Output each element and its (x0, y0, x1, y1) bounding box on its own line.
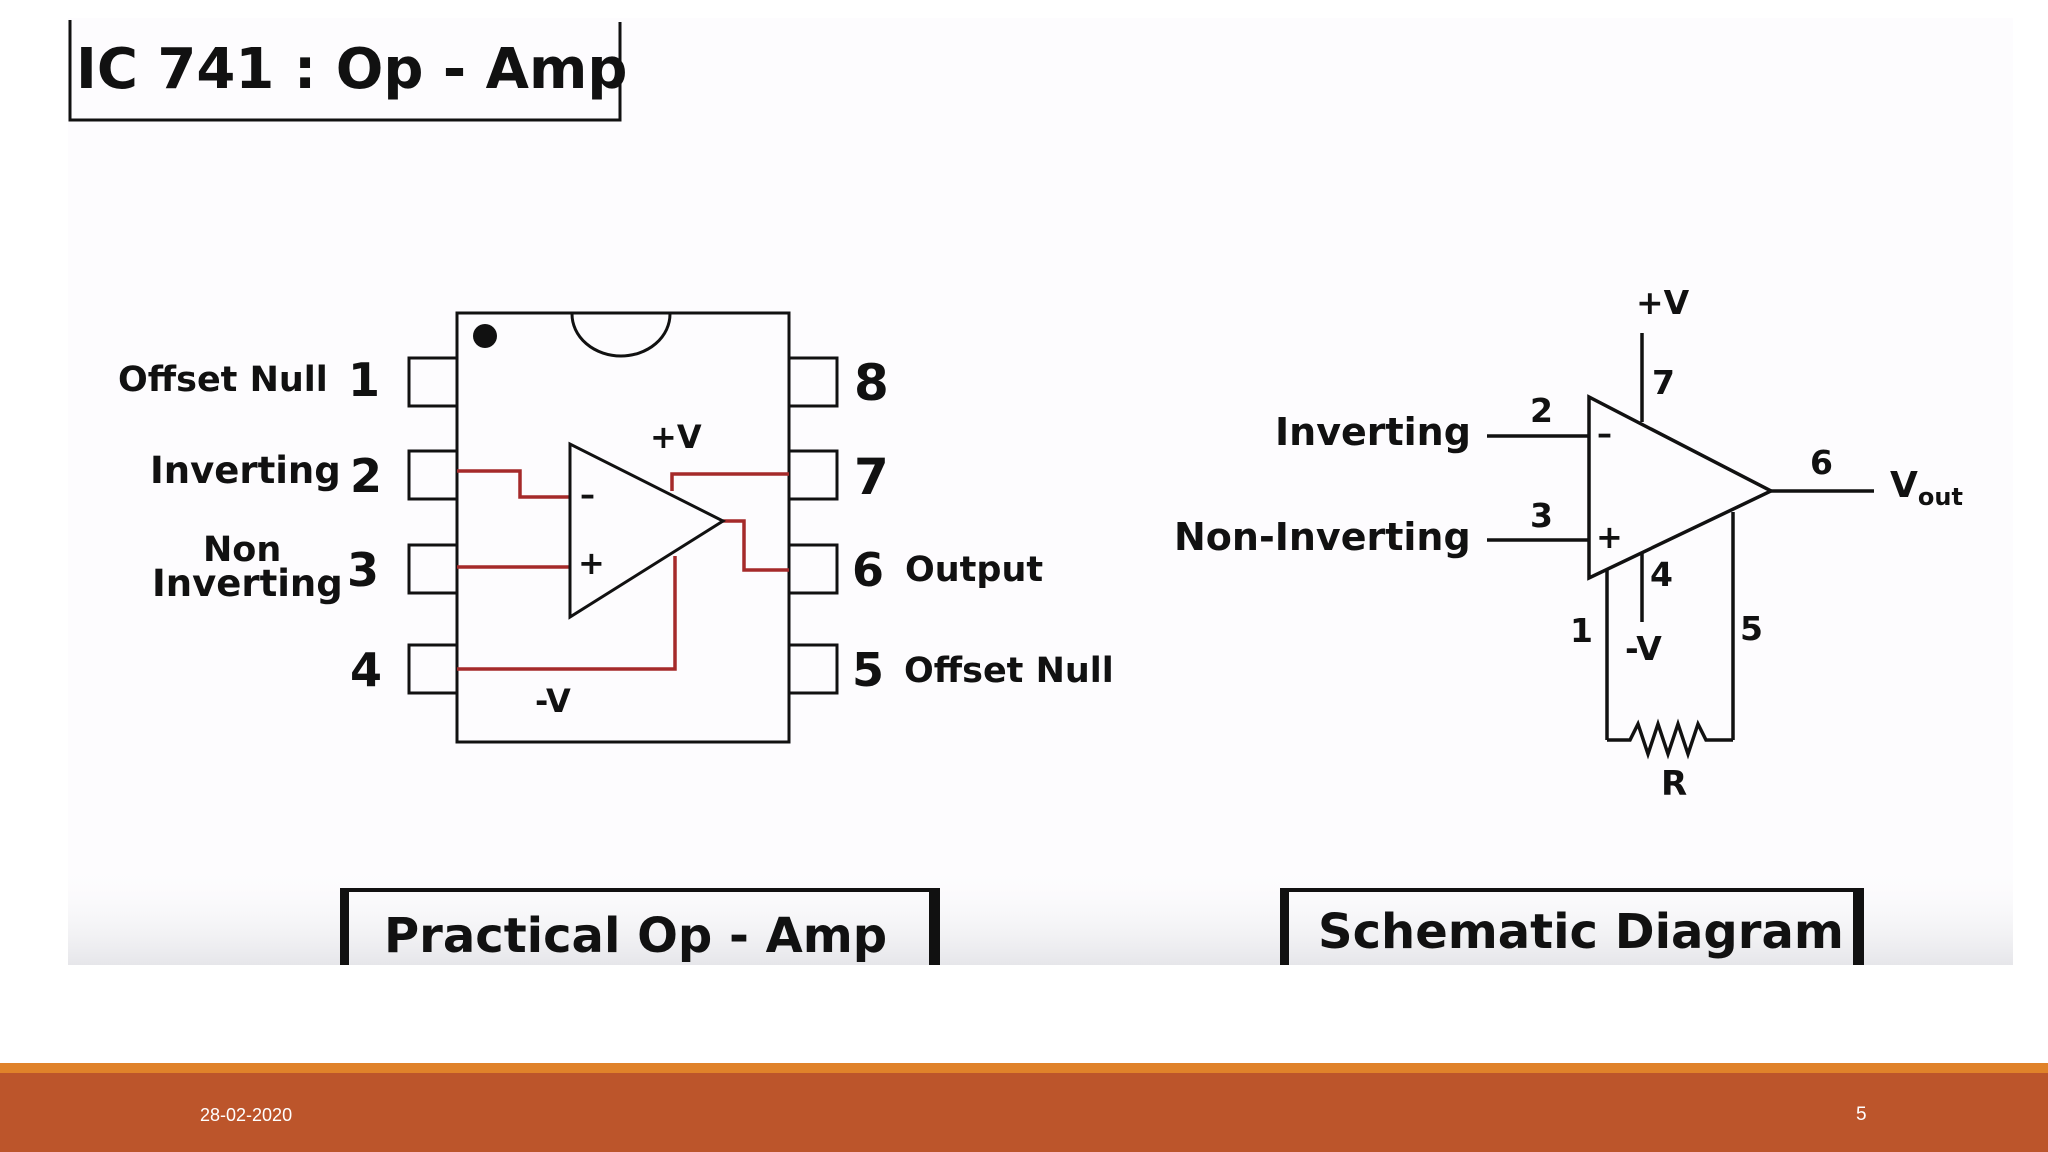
schematic-pin2: 2 (1530, 391, 1553, 430)
schematic-inverting-label: Inverting (1275, 410, 1471, 454)
title-box: IC 741 : Op - Amp (68, 20, 627, 122)
pin-1 (407, 356, 459, 408)
schematic-plus-v: +V (1636, 283, 1690, 322)
schematic-resistor-label: R (1661, 764, 1687, 804)
pin3-label-line2: Inverting (152, 562, 343, 605)
vout-subscript: out (1918, 483, 1963, 511)
pin1-number: 1 (348, 353, 380, 407)
pin2-label: Inverting (150, 449, 341, 492)
ic-notch (570, 313, 672, 358)
schematic-noninverting-label: Non-Inverting (1174, 515, 1471, 559)
schematic-pin3: 3 (1530, 496, 1553, 535)
schematic-pin4: 4 (1650, 555, 1673, 594)
pin-3 (407, 543, 459, 595)
pin-5 (787, 643, 839, 695)
practical-caption-box: Practical Op - Amp (340, 888, 940, 965)
video-frame-shade (68, 860, 2013, 965)
schematic-minus-v: -V (1625, 629, 1662, 668)
wire-output (723, 519, 789, 572)
internal-opamp-triangle (568, 441, 727, 620)
schematic-pin6: 6 (1810, 443, 1833, 482)
pin1-dot (473, 324, 497, 348)
pin6-label: Output (905, 550, 1043, 590)
wire-minus-v (457, 556, 677, 671)
pin8-number: 8 (854, 354, 889, 412)
practical-caption: Practical Op - Amp (384, 908, 887, 964)
schematic-caption: Schematic Diagram (1318, 904, 1844, 960)
vout-main: V (1890, 465, 1918, 506)
schematic-pin7: 7 (1652, 363, 1675, 402)
pin-8 (787, 356, 839, 408)
pin2-number: 2 (350, 449, 382, 503)
schematic-pin5: 5 (1740, 609, 1763, 648)
video-frame (68, 18, 2013, 965)
footer-date: 28-02-2020 (200, 1105, 293, 1125)
wire-inverting (457, 469, 570, 499)
footer-bar (0, 1073, 2048, 1152)
internal-minus-v: -V (535, 682, 571, 720)
internal-wires (457, 469, 789, 671)
ic-body (455, 311, 791, 744)
schematic-plus-sign: + (1596, 518, 1623, 556)
schematic (1487, 333, 1874, 760)
pin3-number: 3 (347, 543, 379, 597)
wire-plus-v (670, 472, 789, 491)
pin-2 (407, 449, 459, 501)
pin1-label: Offset Null (118, 360, 328, 400)
slide-title: IC 741 : Op - Amp (76, 37, 627, 102)
schematic-vout-label: Vout (1890, 465, 1963, 511)
resistor-icon (1607, 718, 1733, 760)
schematic-pin1: 1 (1570, 611, 1593, 650)
internal-plus-v: +V (650, 418, 702, 456)
page-number: 5 (1856, 1104, 1867, 1125)
internal-minus-sign: – (580, 478, 595, 513)
pin5-label: Offset Null (904, 651, 1114, 691)
internal-plus-sign: + (578, 544, 605, 582)
footer-accent-stripe (0, 1063, 2048, 1073)
pin3-label-line1: Non (203, 530, 281, 570)
schematic-minus-sign: – (1597, 417, 1612, 452)
schematic-opamp-triangle (1587, 394, 1775, 581)
pin5-number: 5 (852, 643, 884, 697)
pin4-number: 4 (350, 643, 382, 697)
pin6-number: 6 (852, 543, 884, 597)
pin7-number: 7 (854, 448, 889, 506)
ic-package (407, 311, 839, 744)
schematic-caption-box: Schematic Diagram (1280, 888, 1864, 965)
